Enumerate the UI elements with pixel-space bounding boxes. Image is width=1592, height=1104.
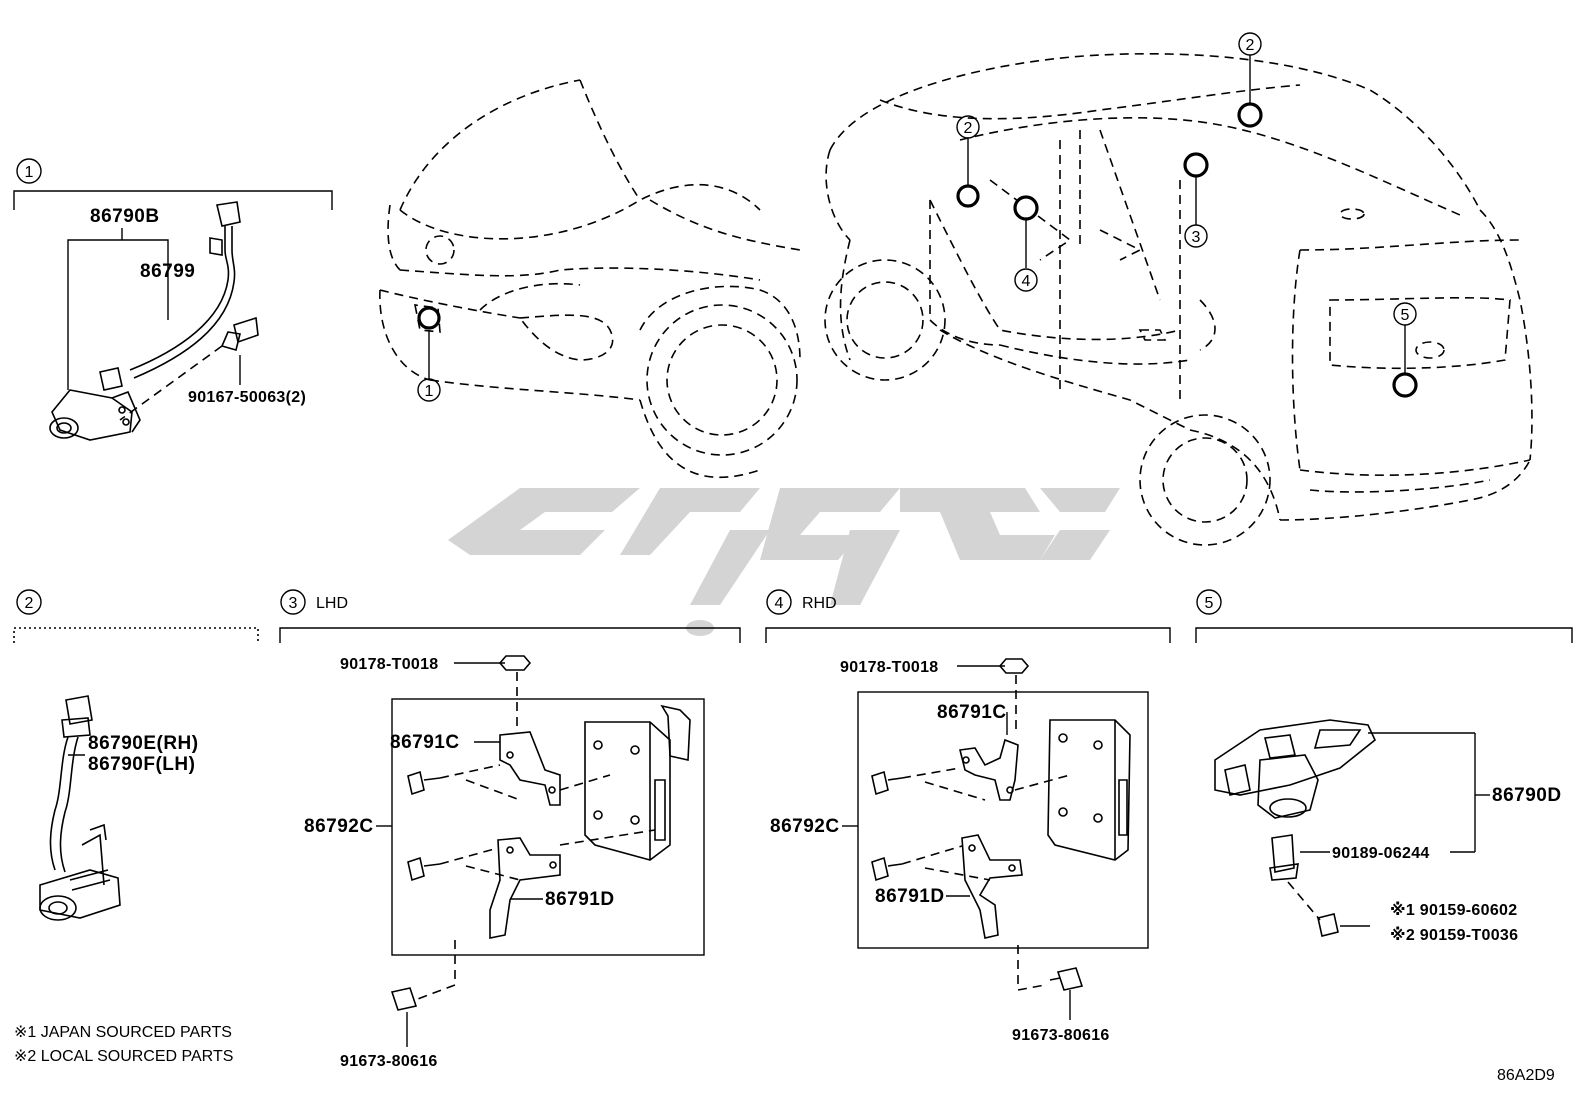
part-label: ※2 90159-T0036 — [1390, 926, 1518, 944]
diagram-code: 86A2D9 — [1497, 1067, 1555, 1084]
part-label: 86792C — [770, 816, 840, 837]
part-label: 86792C — [304, 816, 374, 837]
marker-label: 4 — [1022, 273, 1031, 290]
section-4: 4 RHD 90178-T0018 86791C 86792C 86791D — [765, 589, 1171, 1044]
part-label: 86791D — [875, 886, 945, 907]
section-number: 4 — [775, 595, 784, 612]
footnotes: ※1 JAPAN SOURCED PARTS ※2 LOCAL SOURCED … — [14, 1024, 1555, 1084]
part-label: 86791C — [390, 732, 460, 753]
watermark-logo — [448, 488, 1120, 636]
marker-label: 2 — [1246, 37, 1255, 54]
part-label: 86791C — [937, 702, 1007, 723]
part-label: 90178-T0018 — [340, 656, 439, 673]
note-japan: ※1 JAPAN SOURCED PARTS — [14, 1024, 232, 1041]
section-label: RHD — [802, 595, 837, 612]
part-label: 90189-06244 — [1332, 845, 1430, 862]
rear-vehicle-view: 2 2 3 4 5 — [824, 32, 1533, 546]
part-label: 91673-80616 — [340, 1053, 438, 1070]
part-label: 86790D — [1492, 785, 1562, 806]
section-3: 3 LHD 90178-T0018 86791C 86792C 86791D — [279, 589, 741, 1070]
marker-label: 1 — [425, 383, 434, 400]
section-number: 1 — [25, 164, 34, 181]
section-1: 1 86790B 86799 90167-50063(2) — [13, 158, 333, 441]
section-5: 5 86790D 90189-06244 ※1 90159-60602 ※2 9… — [1195, 589, 1573, 944]
section-number: 5 — [1205, 595, 1214, 612]
marker-label: 5 — [1401, 307, 1410, 324]
part-label: 86790F(LH) — [88, 754, 195, 775]
section-number: 2 — [25, 595, 34, 612]
section-2: 2 86790E(RH) 86790F(LH) — [13, 589, 259, 921]
part-label: 90167-50063(2) — [188, 389, 306, 406]
part-label: 86790E(RH) — [88, 733, 199, 754]
section-number: 3 — [289, 595, 298, 612]
part-label: 91673-80616 — [1012, 1027, 1110, 1044]
note-local: ※2 LOCAL SOURCED PARTS — [14, 1048, 233, 1065]
part-label: 86790B — [90, 206, 160, 227]
marker-label: 3 — [1192, 229, 1201, 246]
part-label: 86791D — [545, 889, 615, 910]
section-label: LHD — [316, 595, 348, 612]
front-vehicle-view: 1 — [379, 79, 801, 479]
marker-label: 2 — [964, 120, 973, 137]
part-label: ※1 90159-60602 — [1390, 901, 1517, 919]
part-label: 90178-T0018 — [840, 659, 939, 676]
